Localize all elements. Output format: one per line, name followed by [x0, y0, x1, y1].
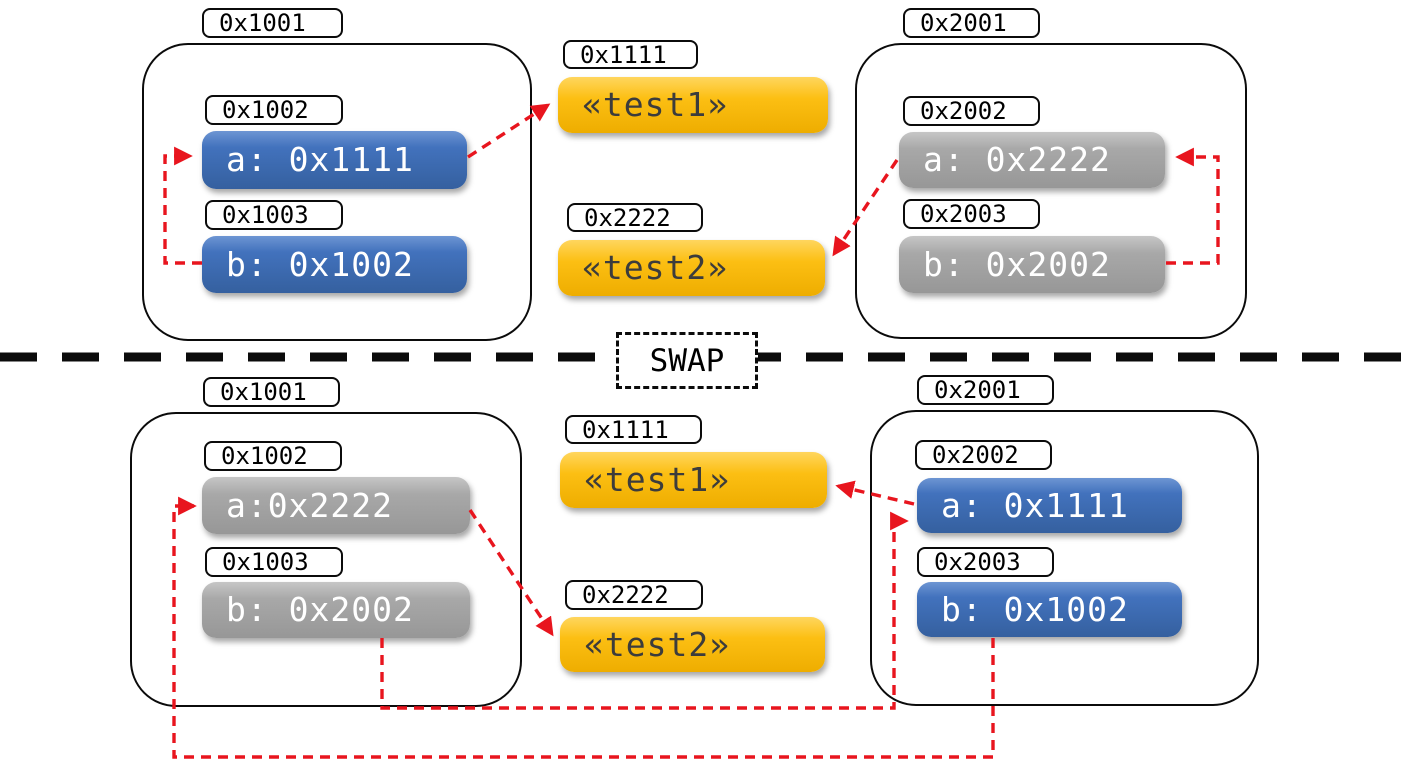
string-value-box: «test2»	[558, 240, 825, 296]
slot-value-box: a: 0x1111	[202, 131, 467, 189]
frame-address-tab: 0x1001	[203, 377, 340, 407]
slot-address-tab: 0x2003	[917, 547, 1054, 577]
slot-value-box: a: 0x1111	[917, 478, 1182, 533]
frame-address-tab: 0x1001	[202, 8, 343, 38]
slot-address-tab: 0x2002	[915, 440, 1052, 470]
frame-address-tab: 0x2001	[903, 8, 1040, 38]
string-value-box: «test1»	[558, 77, 828, 133]
swap-label-box: SWAP	[616, 332, 758, 389]
frame-address-tab: 0x2001	[917, 375, 1054, 405]
string-address-tab: 0x1111	[565, 415, 702, 444]
slot-value-box: b: 0x2002	[899, 236, 1165, 293]
slot-address-tab: 0x1003	[205, 200, 343, 230]
slot-value-box: b: 0x2002	[202, 582, 470, 638]
string-value-box: «test1»	[560, 452, 827, 508]
slot-address-tab: 0x1002	[204, 441, 342, 471]
slot-address-tab: 0x1003	[205, 547, 343, 577]
slot-value-box: a: 0x2222	[899, 132, 1165, 188]
frame-before-left	[142, 43, 532, 341]
slot-address-tab: 0x2003	[903, 199, 1040, 229]
string-value-box: «test2»	[560, 617, 825, 672]
slot-address-tab: 0x1002	[205, 95, 343, 125]
string-address-tab: 0x2222	[567, 203, 703, 232]
slot-address-tab: 0x2002	[903, 96, 1040, 126]
slot-value-box: b: 0x1002	[202, 236, 467, 293]
slot-value-box: b: 0x1002	[917, 582, 1182, 637]
string-address-tab: 0x2222	[565, 580, 703, 610]
slot-value-box: a:0x2222	[202, 477, 470, 534]
string-address-tab: 0x1111	[563, 40, 698, 69]
frame-before-right	[855, 43, 1247, 339]
